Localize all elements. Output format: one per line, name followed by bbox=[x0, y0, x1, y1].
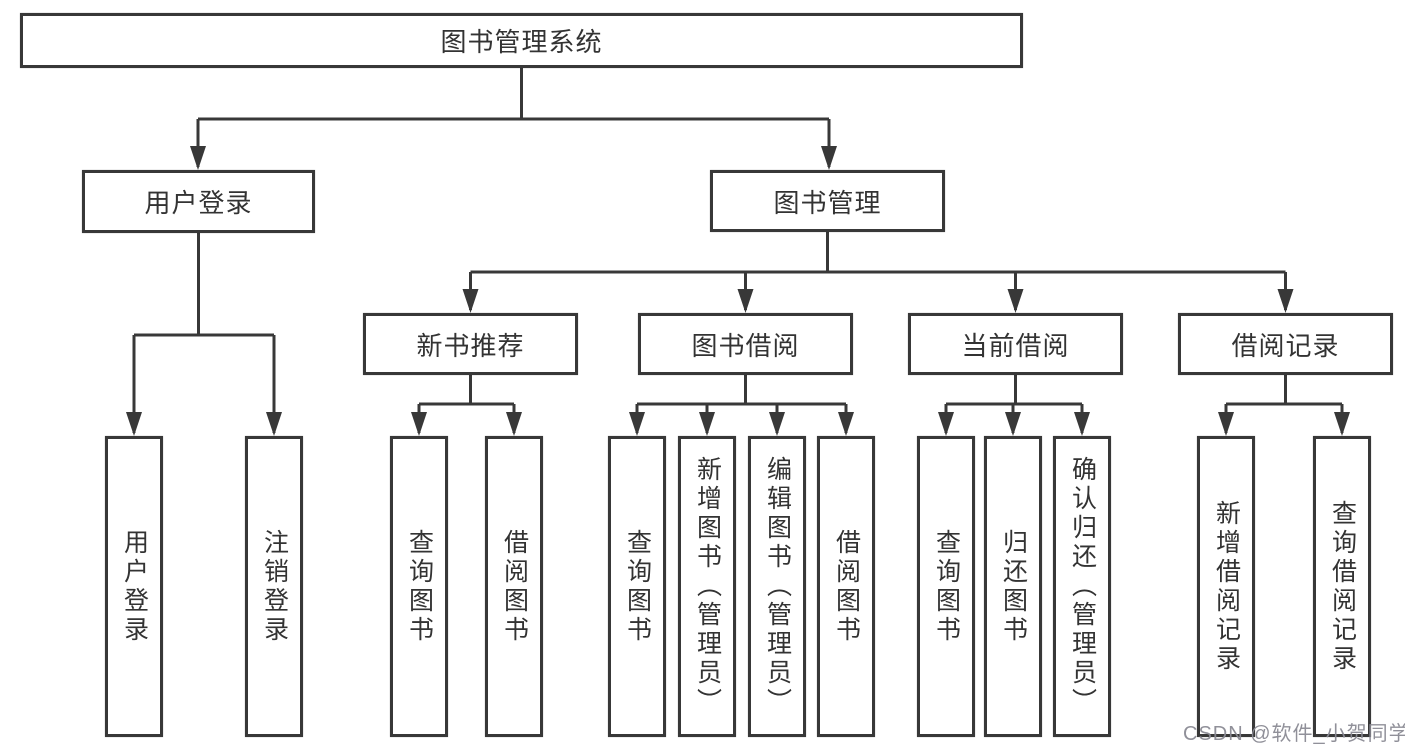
leaf-user-login-label: 用户登录 bbox=[120, 528, 149, 645]
node-current-borrowing: 当前借阅 bbox=[908, 313, 1123, 375]
connector-borrowing-records-children bbox=[1218, 375, 1350, 436]
leaf-query-books-current-label: 查询图书 bbox=[932, 528, 961, 645]
node-borrowing-records: 借阅记录 bbox=[1178, 313, 1393, 375]
leaf-query-books-borrowing: 查询图书 bbox=[608, 436, 666, 737]
leaf-query-books-recommend-label: 查询图书 bbox=[405, 528, 434, 645]
leaf-query-borrow-record-label: 查询借阅记录 bbox=[1328, 499, 1357, 674]
connector-book-borrowing-children bbox=[629, 375, 854, 436]
connector-new-book-recommend-children bbox=[411, 375, 522, 436]
leaf-logout: 注销登录 bbox=[245, 436, 303, 737]
connector-current-borrowing-children bbox=[938, 375, 1090, 436]
leaf-edit-book-admin: 编辑图书（管理员） bbox=[748, 436, 806, 737]
leaf-return-book-label: 归还图书 bbox=[999, 528, 1028, 645]
leaf-edit-book-admin-label: 编辑图书（管理员） bbox=[763, 456, 792, 717]
leaf-query-books-current: 查询图书 bbox=[917, 436, 975, 737]
leaf-user-login: 用户登录 bbox=[105, 436, 163, 737]
node-root-label: 图书管理系统 bbox=[440, 27, 603, 57]
leaf-query-books-recommend: 查询图书 bbox=[390, 436, 448, 737]
leaf-query-books-borrowing-label: 查询图书 bbox=[623, 528, 652, 645]
leaf-borrow-books-recommend-label: 借阅图书 bbox=[500, 528, 529, 645]
leaf-confirm-return-admin-label: 确认归还（管理员） bbox=[1068, 456, 1097, 717]
node-book-management-label: 图书管理 bbox=[773, 187, 882, 218]
node-root-library-management-system: 图书管理系统 bbox=[20, 13, 1023, 68]
node-user-login: 用户登录 bbox=[82, 170, 315, 233]
leaf-borrow-books-borrowing: 借阅图书 bbox=[817, 436, 875, 737]
node-book-borrowing-label: 图书借阅 bbox=[691, 330, 800, 361]
leaf-return-book: 归还图书 bbox=[984, 436, 1042, 737]
leaf-confirm-return-admin: 确认归还（管理员） bbox=[1053, 436, 1111, 737]
node-new-book-recommend-label: 新书推荐 bbox=[416, 330, 525, 361]
connector-root-to-level2 bbox=[190, 68, 837, 170]
leaf-query-borrow-record: 查询借阅记录 bbox=[1313, 436, 1371, 737]
leaf-add-borrow-record-label: 新增借阅记录 bbox=[1212, 499, 1241, 674]
leaf-add-book-admin: 新增图书（管理员） bbox=[678, 436, 736, 737]
leaf-borrow-books-recommend: 借阅图书 bbox=[485, 436, 543, 737]
node-borrowing-records-label: 借阅记录 bbox=[1231, 330, 1340, 361]
leaf-add-book-admin-label: 新增图书（管理员） bbox=[693, 456, 722, 717]
connector-user-login-children bbox=[126, 233, 282, 436]
node-book-borrowing: 图书借阅 bbox=[638, 313, 853, 375]
node-current-borrowing-label: 当前借阅 bbox=[961, 330, 1070, 361]
node-new-book-recommend: 新书推荐 bbox=[363, 313, 578, 375]
csdn-watermark: CSDN @软件_小贺同学 bbox=[1183, 723, 1405, 745]
leaf-logout-label: 注销登录 bbox=[260, 528, 289, 645]
node-book-management: 图书管理 bbox=[710, 170, 945, 232]
connector-book-management-children bbox=[462, 232, 1294, 313]
node-user-login-label: 用户登录 bbox=[144, 188, 253, 218]
leaf-borrow-books-borrowing-label: 借阅图书 bbox=[832, 528, 861, 645]
leaf-add-borrow-record: 新增借阅记录 bbox=[1197, 436, 1255, 737]
